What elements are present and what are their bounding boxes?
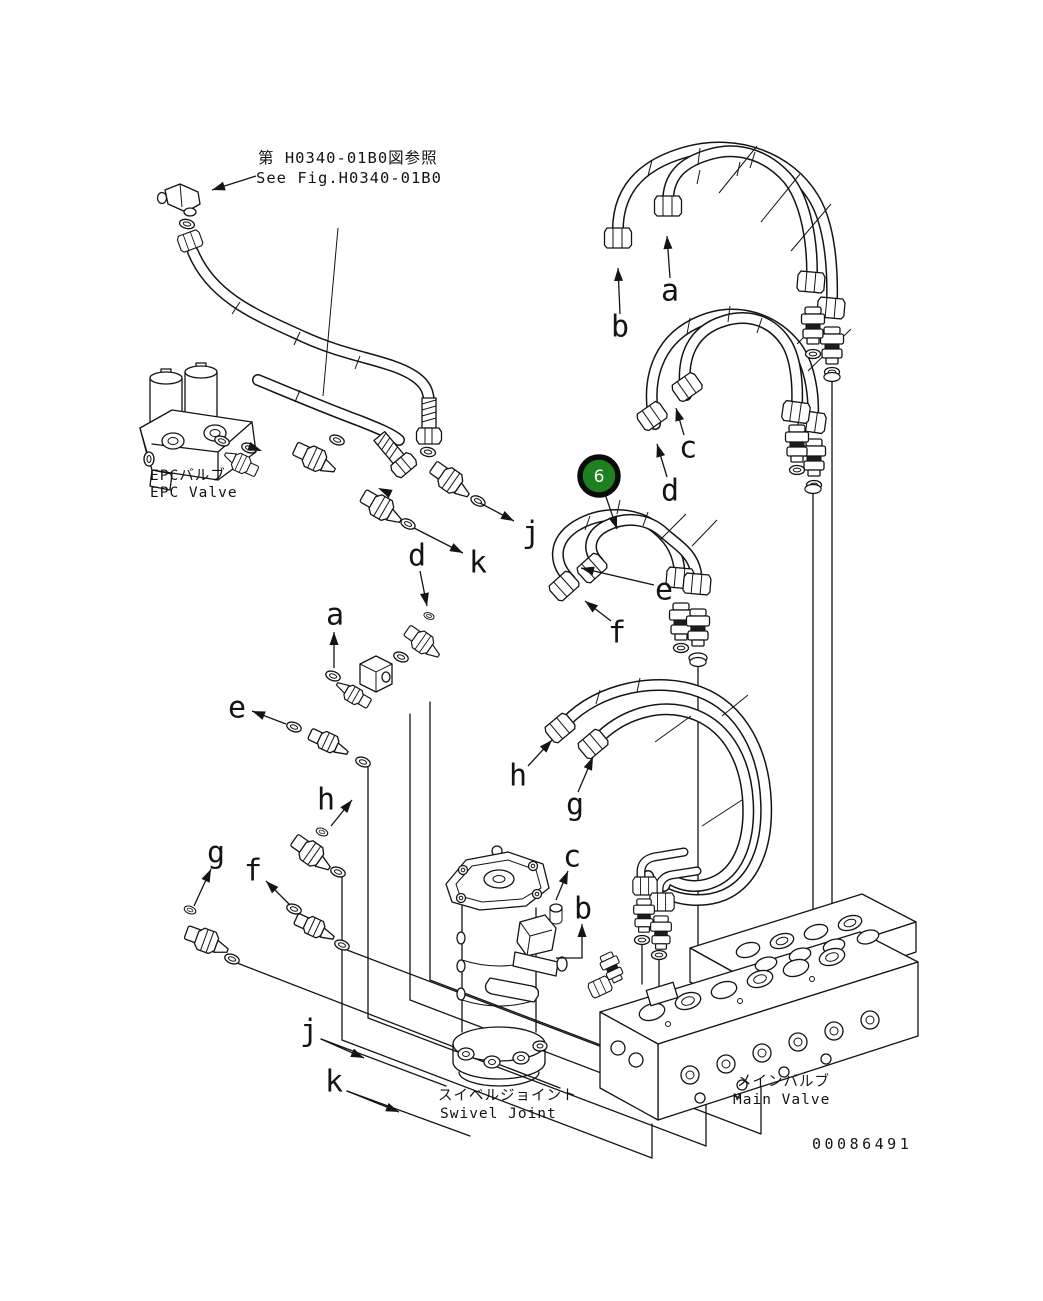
epc-valve-label-en: EPC Valve [150,485,238,501]
reference-note-jp: 第 H0340-01B0図参照 [258,149,438,167]
callout-arrowhead-d [420,592,429,606]
callout-arrowhead-a [663,236,673,250]
reference-fitting [156,183,205,254]
port-letter-k: k [325,1065,343,1100]
port-letter-g: g [207,836,225,871]
port-letter-b: b [611,310,629,345]
item-badge-circle [577,454,621,498]
labels: 第 H0340-01B0図参照 See Fig.H0340-01B0 EPCバル… [150,149,912,1153]
main-valve-label-en: Main Valve [733,1092,830,1108]
callout-arrowhead-a [329,632,339,645]
drawing-number: 00086491 [812,1135,912,1153]
fittings [181,195,846,1000]
reference-note-en: See Fig.H0340-01B0 [256,169,442,187]
item-badge-leader-head [608,515,618,529]
main-valve [599,893,919,1121]
port-letter-c: c [679,431,697,466]
port-letter-a: a [661,274,679,309]
port-letter-e: e [655,573,673,608]
callout-arrowhead-f [266,881,279,894]
swivel-joint [445,845,568,1087]
callout-arrowhead-c [558,871,568,885]
hose-epc-1 [187,246,435,410]
callout-arrowhead-j [500,510,514,521]
callout-arrowhead-h [539,740,552,753]
callout-arrowhead-j [350,1048,364,1058]
callout-arrowhead-d [656,444,666,458]
item-badge-6: 6 [577,454,621,530]
port-letter-f: f [244,854,262,889]
callout-arrowhead-b [614,268,624,282]
callout-arrowhead-f [585,601,599,613]
callout-arrowhead-e [581,566,595,576]
port-letter-d: d [408,539,426,574]
port-letter-b: b [574,892,592,927]
port-letter-h: h [509,759,527,794]
leader-ticks [231,145,852,827]
port-letter-a: a [326,598,344,633]
swivel-joint-label-en: Swivel Joint [440,1106,557,1122]
port-leader-lines [641,379,833,1000]
port-letter-c: c [563,840,581,875]
callout-arrowhead-c [675,408,685,422]
item-badge-number: 6 [594,467,605,487]
port-letter-j: j [522,516,540,551]
callout-arrowhead-e [252,711,266,720]
callout-arrowhead-k [449,543,463,553]
callout-arrowhead-h [340,800,352,813]
port-letter-g: g [566,788,584,823]
callout-arrowhead-g [201,869,211,883]
epc-valve [139,362,257,491]
port-letter-e: e [228,691,246,726]
callout-arrowhead-b [577,924,587,937]
main-valve-label-jp: メインバルブ [737,1072,830,1090]
port-letter-d: d [661,474,679,509]
swivel-joint-label-jp: スイベルジョイント [438,1088,578,1104]
port-letter-k: k [469,546,487,581]
callout-arrow-b [556,924,583,959]
port-letter-h: h [317,783,335,818]
port-letter-j: j [300,1014,318,1049]
epc-valve-label-jp: EPCバルブ [150,466,226,484]
port-letter-f: f [608,616,626,651]
reference-note-leader-head [212,181,226,191]
callout-arrowhead-g [583,757,593,771]
callout-arrowhead-k [385,1102,399,1112]
